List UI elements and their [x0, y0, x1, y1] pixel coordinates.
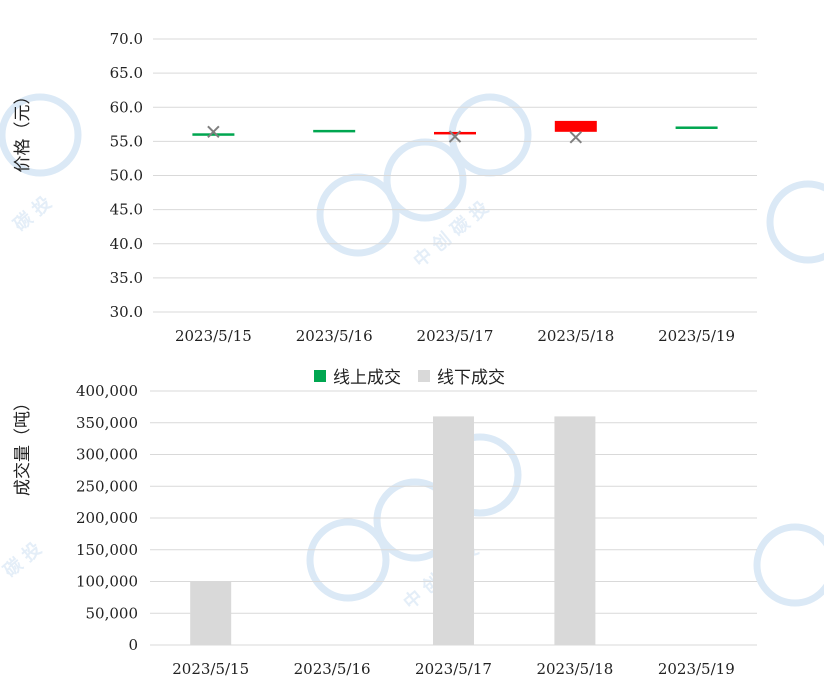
svg-text:碳 投: 碳 投 — [9, 192, 56, 236]
price-y-tick-label: 40.0 — [110, 235, 143, 253]
volume-y-tick-label: 0 — [128, 636, 138, 654]
legend-label-online: 线上成交 — [333, 368, 401, 388]
price-y-tick-label: 55.0 — [110, 132, 143, 150]
volume-y-tick-label: 200,000 — [76, 509, 138, 527]
volume-bar — [190, 581, 232, 645]
price-mean-marker — [448, 130, 462, 143]
price-y-tick-label: 60.0 — [110, 98, 143, 116]
price-y-axis-label: 价格（元） — [13, 88, 33, 173]
legend: 线上成交 线下成交 — [314, 368, 505, 388]
volume-bar — [433, 416, 474, 645]
price-mean-marker — [207, 125, 220, 139]
volume-y-tick-label: 50,000 — [86, 604, 139, 622]
price-y-tick-label: 65.0 — [110, 64, 143, 82]
price-x-tick-label: 2023/5/19 — [658, 327, 735, 345]
price-candle — [675, 126, 718, 129]
price-candle — [434, 131, 476, 135]
price-y-tick-label: 70.0 — [110, 30, 143, 48]
volume-x-tick-label: 2023/5/17 — [415, 660, 492, 678]
volume-y-tick-label: 250,000 — [76, 477, 138, 495]
volume-y-axis-label: 成交量（吨） — [13, 394, 33, 496]
volume-x-tick-label: 2023/5/15 — [172, 660, 249, 678]
legend-swatch-online — [314, 370, 326, 382]
price-candle — [313, 129, 356, 133]
price-candle — [192, 133, 235, 136]
svg-text:碳 投: 碳 投 — [0, 538, 46, 582]
price-chart: 70.0 65.0 60.0 55.0 50.0 45.0 40.0 35.0 30.0 202… — [13, 30, 757, 345]
volume-y-tick-label: 300,000 — [76, 446, 138, 464]
volume-bar — [554, 416, 596, 645]
volume-y-tick-label: 100,000 — [76, 573, 138, 591]
volume-y-tick-label: 150,000 — [76, 541, 138, 559]
volume-x-tick-label: 2023/5/16 — [294, 660, 371, 678]
price-mean-marker-stroke — [569, 131, 583, 144]
price-x-tick-label: 2023/5/18 — [537, 327, 614, 345]
volume-y-tick-label: 400,000 — [76, 382, 138, 400]
price-y-tick-label: 30.0 — [110, 303, 143, 321]
volume-chart: 400,000 350,000 300,000 250,000 200,000 150,0… — [13, 382, 757, 678]
price-y-tick-label: 45.0 — [110, 201, 143, 219]
price-mean-marker — [569, 131, 583, 144]
legend-swatch-offline — [418, 370, 430, 382]
volume-x-tick-label: 2023/5/18 — [536, 660, 613, 678]
price-y-tick-label: 35.0 — [110, 269, 143, 287]
price-x-tick-label: 2023/5/16 — [296, 327, 373, 345]
price-x-tick-label: 2023/5/15 — [175, 327, 252, 345]
price-x-tick-label: 2023/5/17 — [417, 327, 494, 345]
volume-y-tick-label: 350,000 — [76, 414, 138, 432]
price-mean-marker-stroke — [448, 130, 462, 143]
price-mean-marker-stroke — [207, 125, 220, 139]
price-candle — [554, 120, 597, 132]
volume-x-tick-label: 2023/5/19 — [658, 660, 735, 678]
legend-label-offline: 线下成交 — [437, 368, 505, 388]
price-y-tick-label: 50.0 — [110, 167, 143, 185]
